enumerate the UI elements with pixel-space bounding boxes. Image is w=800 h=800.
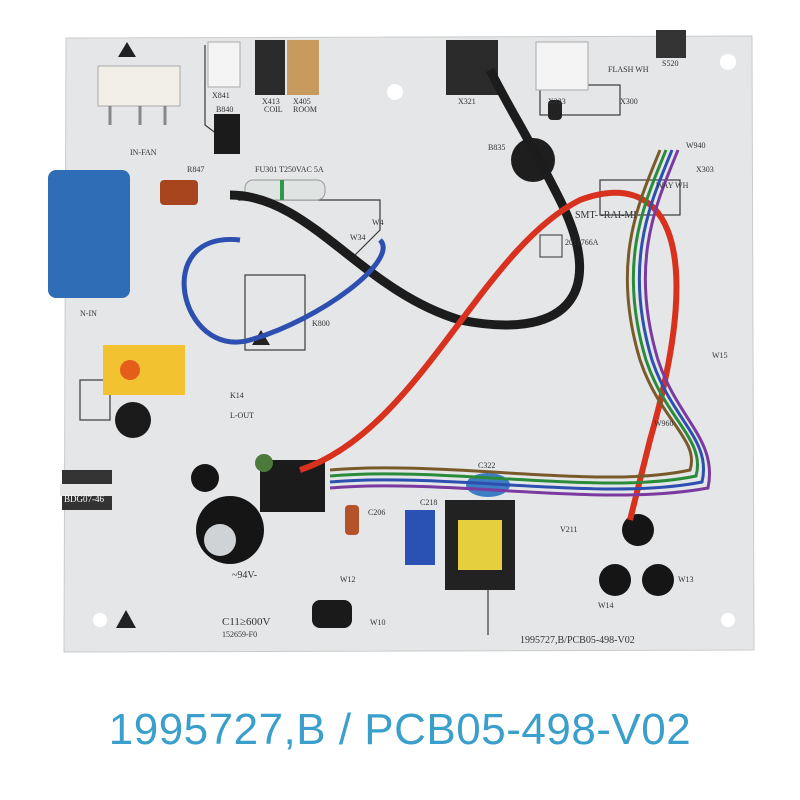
product-caption: 1995727,B / PCB05-498-V02 bbox=[108, 705, 692, 754]
label-x321: X321 bbox=[458, 97, 476, 106]
label-in-fan: IN-FAN bbox=[130, 148, 157, 157]
label-k14: K14 bbox=[230, 391, 244, 400]
connector-x413 bbox=[255, 40, 285, 95]
label-v211: V211 bbox=[560, 525, 577, 534]
warning-icon bbox=[118, 42, 136, 57]
capacitor bbox=[548, 100, 562, 120]
electrolytic-capacitor bbox=[599, 564, 631, 596]
connector-x841 bbox=[207, 41, 241, 88]
blue-capacitor bbox=[405, 510, 435, 565]
relay bbox=[103, 345, 185, 395]
label-x841: X841 bbox=[212, 91, 230, 100]
x-capacitor bbox=[48, 170, 130, 298]
label-w13: W13 bbox=[678, 575, 694, 584]
electrolytic-capacitor bbox=[191, 464, 219, 492]
thermistor bbox=[115, 402, 151, 438]
label-coil: COIL bbox=[264, 105, 283, 114]
label-w12: W12 bbox=[340, 575, 356, 584]
label-w940: W940 bbox=[686, 141, 706, 150]
label-b835: B835 bbox=[488, 143, 505, 152]
label-x323: X323 bbox=[548, 97, 566, 106]
label-w34: W34 bbox=[350, 233, 366, 242]
electrolytic-capacitor bbox=[642, 564, 674, 596]
fuse bbox=[244, 179, 326, 201]
label-flash-wh: FLASH WH bbox=[608, 65, 649, 74]
label-w14: W14 bbox=[598, 601, 614, 610]
warning-icon bbox=[116, 610, 136, 628]
label-smt: SMT- -RAI-MI bbox=[575, 210, 637, 221]
switch-s520 bbox=[656, 30, 686, 58]
label-w15: W15 bbox=[712, 351, 728, 360]
wire-bundle bbox=[329, 149, 693, 479]
label-room: ROOM bbox=[293, 105, 317, 114]
label-way-wh: WAY WH bbox=[656, 181, 689, 190]
electrolytic-capacitor bbox=[312, 600, 352, 628]
wire-blue bbox=[181, 237, 386, 345]
film-capacitor bbox=[160, 180, 198, 205]
label-c11: C11≥600V bbox=[222, 616, 270, 628]
pcb-photo: IN-FAN X841 X413 COIL X405 ROOM X321 X32… bbox=[48, 30, 755, 653]
label-k800: K800 bbox=[312, 319, 330, 328]
label-c218: C218 bbox=[420, 498, 437, 507]
label-l-out: L-OUT bbox=[230, 411, 254, 420]
wire-black bbox=[229, 67, 584, 330]
label-x413: X413 bbox=[262, 97, 280, 106]
label-s520: S520 bbox=[662, 59, 678, 68]
label-b840: B840 bbox=[216, 105, 233, 114]
label-fuse: FU301 T250VAC 5A bbox=[255, 165, 324, 174]
label-part-no: 152659-F0 bbox=[222, 630, 257, 639]
label-qr: 2011766A bbox=[565, 238, 599, 247]
label-w960: W960 bbox=[654, 419, 674, 428]
label-x405: X405 bbox=[293, 97, 311, 106]
label-board-id: 1995727,B/PCB05-498-V02 bbox=[520, 635, 635, 646]
label-r847: R847 bbox=[187, 165, 204, 174]
label-w4: W4 bbox=[372, 218, 384, 227]
label-x300: X300 bbox=[620, 97, 638, 106]
electrolytic-capacitor bbox=[622, 514, 654, 546]
label-n-in: N-IN bbox=[80, 309, 97, 318]
connector-x405 bbox=[287, 40, 319, 95]
connector-x321 bbox=[446, 40, 498, 95]
label-c322: C322 bbox=[478, 461, 495, 470]
label-transformer: BDG07-46 bbox=[64, 494, 104, 504]
wire-red bbox=[299, 189, 680, 521]
label-w10: W10 bbox=[370, 618, 386, 627]
label-x303: X303 bbox=[696, 165, 714, 174]
label-voltage: ~94V- bbox=[232, 570, 257, 581]
relay-connector bbox=[97, 65, 181, 107]
label-c206: C206 bbox=[368, 508, 385, 517]
ic-chip bbox=[214, 114, 240, 154]
connector-x323 bbox=[535, 41, 589, 91]
qr-code bbox=[539, 234, 563, 258]
